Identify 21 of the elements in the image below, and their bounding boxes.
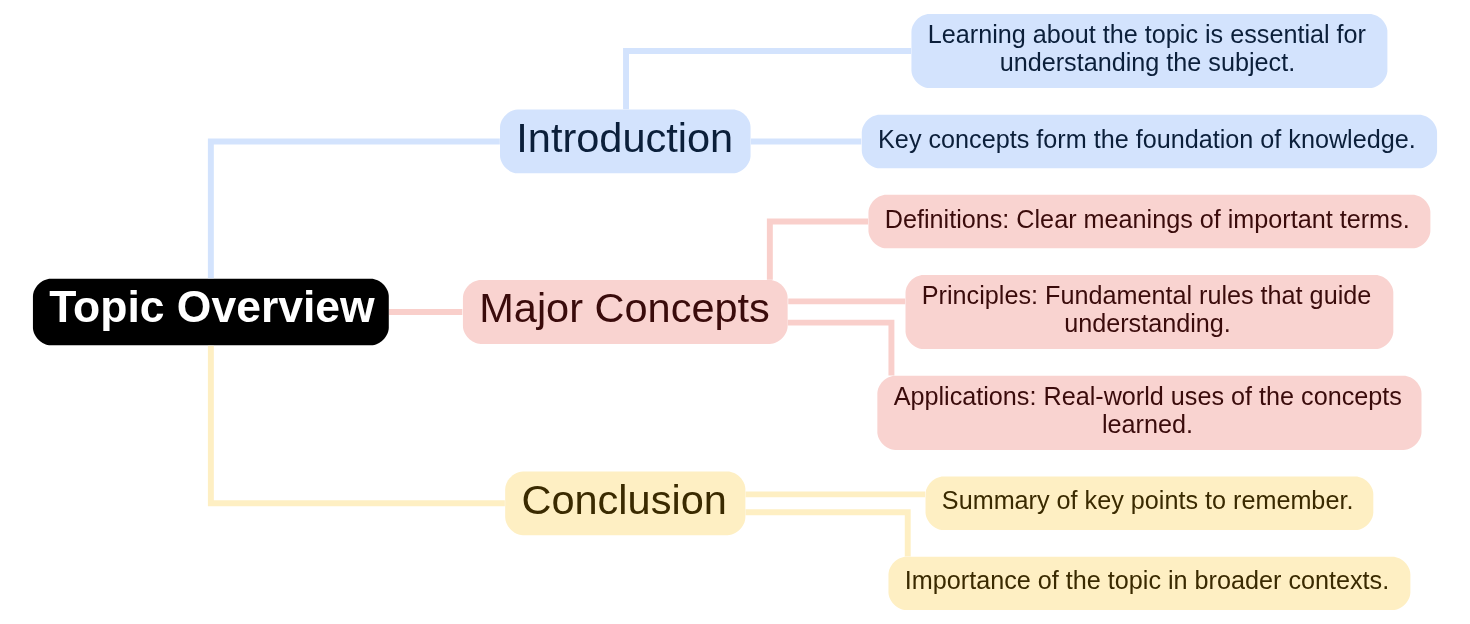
node-box: Summary of key points to remember. bbox=[925, 476, 1374, 530]
connector bbox=[745, 509, 911, 557]
node-box: Major Concepts bbox=[462, 280, 788, 344]
connector bbox=[207, 345, 505, 507]
node-box: Principles: Fundamental rules that guide understanding. bbox=[905, 274, 1394, 350]
connector bbox=[766, 218, 869, 280]
node-box: Applications: Real-world uses of the concepts learned. bbox=[877, 375, 1422, 450]
node-box: Learning about the topic is essential for understanding the subject. bbox=[911, 13, 1388, 89]
node-box: Introduction bbox=[500, 109, 751, 174]
connector bbox=[389, 309, 463, 315]
node-box: Topic Overview bbox=[32, 278, 389, 346]
node-box: Key concepts form the foundation of knowledge. bbox=[861, 114, 1438, 169]
connector bbox=[745, 491, 926, 498]
node-box: Conclusion bbox=[505, 471, 746, 536]
connector bbox=[788, 298, 906, 305]
connector bbox=[787, 319, 895, 376]
connector bbox=[750, 138, 862, 145]
connector bbox=[623, 48, 912, 110]
connector bbox=[207, 138, 500, 279]
node-box: Importance of the topic in broader contexts. bbox=[888, 556, 1411, 611]
node-box: Definitions: Clear meanings of important terms. bbox=[868, 194, 1431, 249]
